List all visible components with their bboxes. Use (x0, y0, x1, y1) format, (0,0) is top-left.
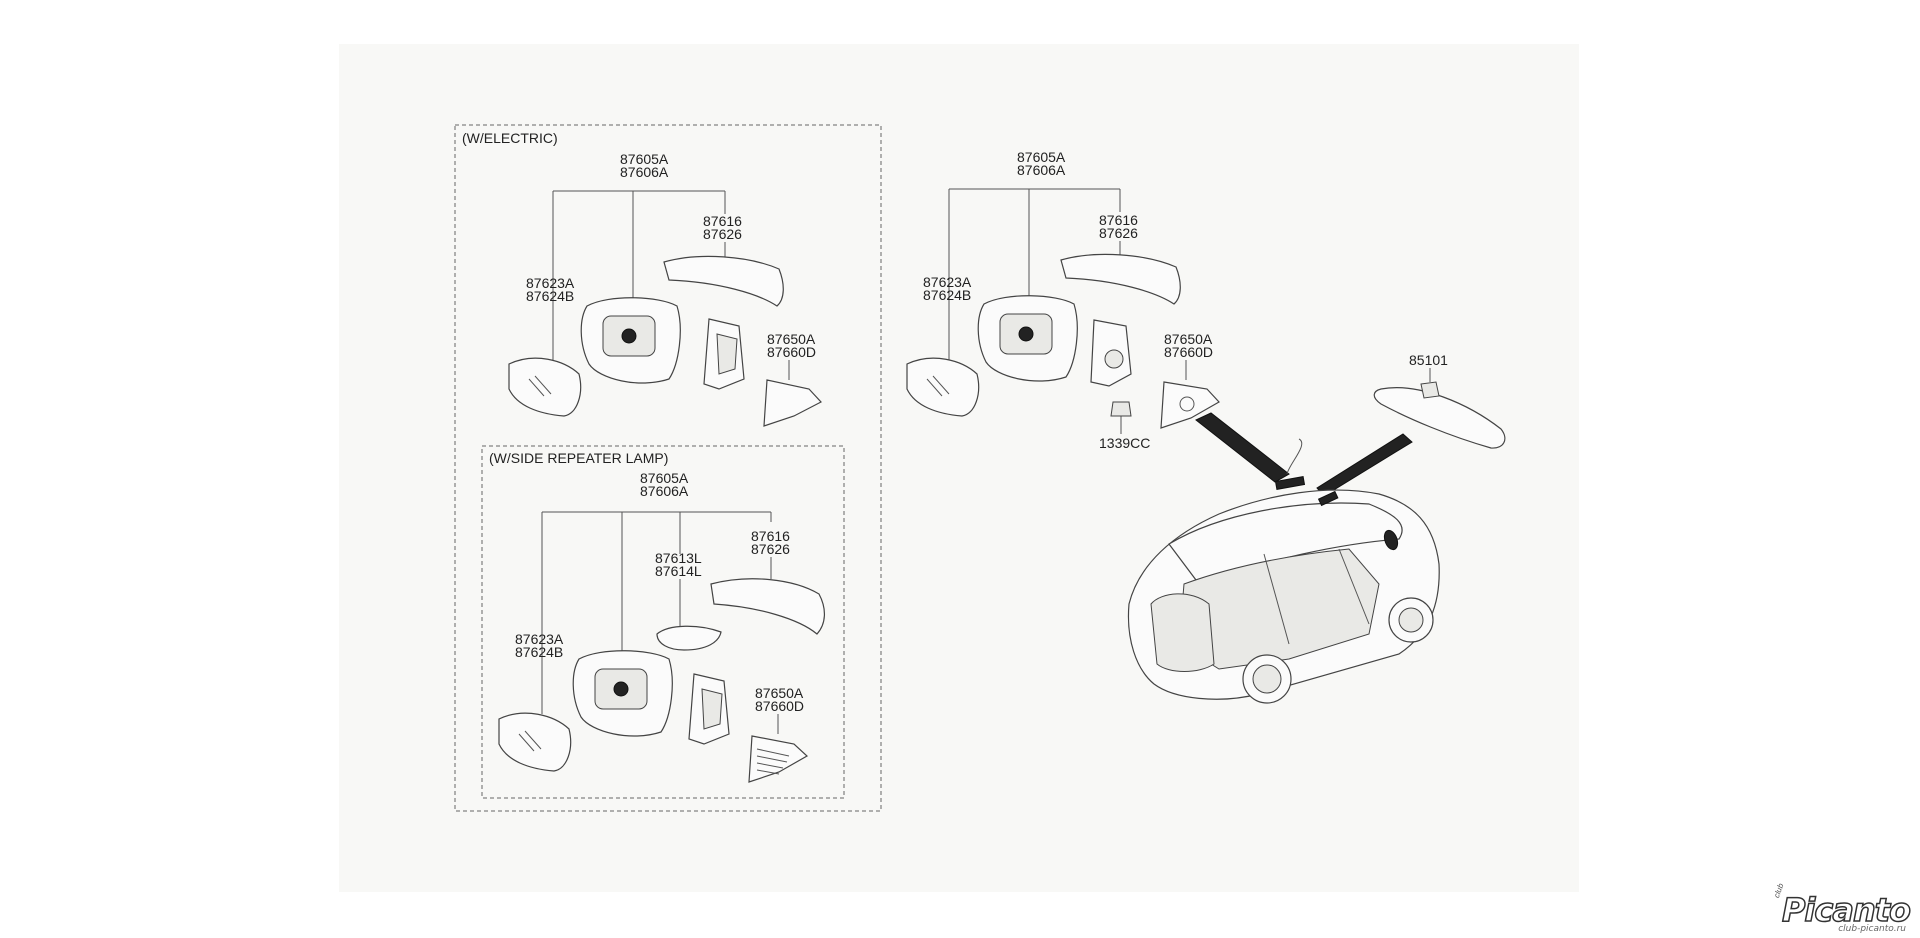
label-b-assembly-2: 87606A (640, 483, 689, 499)
label-a-glass-2: 87624B (526, 288, 574, 304)
label-b-cover-2: 87626 (751, 541, 790, 557)
label-a-cover-2: 87626 (703, 226, 742, 242)
label-c-cover-1: 87616 (1099, 212, 1138, 228)
inside-mirror-body (1373, 387, 1506, 449)
label-b-garnish-2: 87660D (755, 698, 804, 714)
c-mirror-cover (1060, 253, 1181, 305)
label-c-assembly-1: 87605A (1017, 149, 1066, 165)
label-c-glass-1: 87623A (923, 274, 972, 290)
electric-group-title: (W/ELECTRIC) (462, 130, 558, 146)
c-mirror-garnish (1160, 381, 1220, 429)
watermark-site: club-picanto.ru (1838, 924, 1906, 934)
label-a-assembly-1: 87605A (620, 151, 669, 167)
label-a-cover-1: 87616 (703, 213, 742, 229)
label-c-cover-2: 87626 (1099, 225, 1138, 241)
electric-group-box (454, 124, 882, 812)
label-a-assembly-2: 87606A (620, 164, 669, 180)
label-c-screw: 1339CC (1099, 435, 1150, 451)
b-mirror-cover (710, 578, 825, 635)
label-b-lamp-2: 87614L (655, 563, 702, 579)
watermark-logo: club Picanto club-picanto.ru (1760, 882, 1912, 934)
pointer-arrow-inside-mirror (1316, 433, 1413, 497)
inside-mirror: 85101 (1373, 352, 1506, 449)
label-b-cover-1: 87616 (751, 528, 790, 544)
label-c-garnish-1: 87650A (1164, 331, 1213, 347)
group-b: 87605A 87606A 87616 87626 87613L 87614L … (498, 470, 825, 783)
c-screw-part (1110, 401, 1132, 417)
watermark-brand: Picanto (1781, 891, 1912, 929)
b-mirror-garnish (748, 735, 809, 783)
label-c-assembly-2: 87606A (1017, 162, 1066, 178)
parts-diagram: (W/ELECTRIC) (W/SIDE REPEATER LAMP) 8760… (454, 124, 1506, 812)
label-a-garnish-2: 87660D (767, 344, 816, 360)
group-c: 87605A 87606A 87616 87626 87623A 87624B … (906, 149, 1220, 451)
label-inside-mirror: 85101 (1409, 352, 1448, 368)
label-a-garnish-1: 87650A (767, 331, 816, 347)
label-a-glass-1: 87623A (526, 275, 575, 291)
a-mirror-garnish (763, 379, 822, 427)
label-b-lamp-1: 87613L (655, 550, 702, 566)
label-b-garnish-1: 87650A (755, 685, 804, 701)
label-c-garnish-2: 87660D (1164, 344, 1213, 360)
label-b-glass-2: 87624B (515, 644, 563, 660)
label-c-glass-2: 87624B (923, 287, 971, 303)
a-mirror-cover (663, 255, 784, 307)
car-illustration (1127, 438, 1440, 704)
group-a: 87605A 87606A 87616 87626 87623A 87624B … (508, 151, 822, 427)
label-b-glass-1: 87623A (515, 631, 564, 647)
diagram-sheet: (W/ELECTRIC) (W/SIDE REPEATER LAMP) 8760… (339, 44, 1579, 892)
label-b-assembly-1: 87605A (640, 470, 689, 486)
side-repeater-group-title: (W/SIDE REPEATER LAMP) (489, 450, 668, 466)
pointer-arrow-side-mirror (1195, 412, 1290, 483)
b-repeater-lamp (656, 625, 722, 651)
